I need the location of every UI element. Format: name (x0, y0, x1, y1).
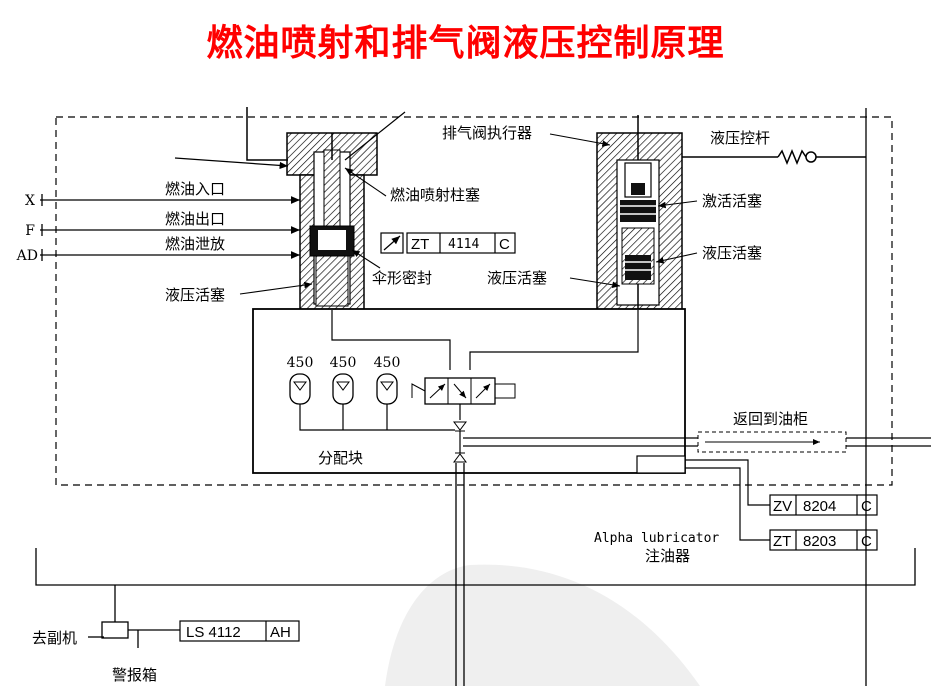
return-to-tank-label: 返回到油柜 (733, 410, 808, 428)
fuel-inlet-label: 燃油入口 (165, 180, 225, 198)
tag-zv8204-num: 8204 (803, 498, 836, 515)
distributor-block-label: 分配块 (318, 449, 363, 467)
dashed-enclosure (55, 116, 893, 486)
accumulator-2-label: 450 (330, 355, 357, 371)
hyd-piston-left-label: 液压活塞 (165, 286, 225, 304)
lubricator-cn-label: 注油器 (645, 547, 690, 565)
tag-zt8203-num: 8203 (803, 533, 836, 550)
ad-line-label: AD (16, 248, 38, 264)
tag-ls4112-code: LS 4112 (186, 624, 241, 641)
tag-zt4114-code: ZT (411, 236, 429, 253)
tag-zv8204-code: ZV (773, 498, 792, 515)
hyd-piston-mid-label: 液压活塞 (487, 269, 547, 287)
alpha-lubricator-label: Alpha lubricator (594, 531, 719, 546)
tag-ls4112-suffix: AH (270, 624, 291, 641)
exhaust-valve-actuator (596, 115, 683, 311)
accumulators: 450 450 450 (287, 355, 401, 405)
f-line-label: F (25, 223, 35, 239)
to-aux-engine-label: 去副机 (32, 629, 77, 647)
hyd-piston-right-label: 液压活塞 (702, 244, 762, 262)
page-title: 燃油喷射和排气阀液压控制原理 (206, 23, 725, 64)
accumulator-1-label: 450 (287, 355, 314, 371)
tag-zt4114-num: 4114 (448, 237, 479, 252)
exhaust-actuator-label: 排气阀执行器 (442, 124, 532, 142)
tag-zt4114-suffix: C (499, 236, 510, 253)
hyd-control-rod-label: 液压控杆 (710, 129, 770, 147)
tag-zt8203-code: ZT (773, 533, 791, 550)
accumulator-3-label: 450 (374, 355, 401, 371)
fuel-injection-pump (286, 132, 378, 311)
watermark-shape (385, 564, 700, 686)
umbrella-seal-label: 伞形密封 (372, 269, 432, 287)
alarm-box-label: 警报箱 (112, 666, 157, 684)
fuel-drain-label: 燃油泄放 (165, 235, 225, 253)
x-line-label: X (25, 193, 35, 209)
injection-plunger-label: 燃油喷射柱塞 (390, 186, 480, 204)
fuel-outlet-label: 燃油出口 (165, 210, 225, 228)
control-valve (411, 377, 516, 420)
activation-piston-label: 激活活塞 (702, 192, 762, 210)
